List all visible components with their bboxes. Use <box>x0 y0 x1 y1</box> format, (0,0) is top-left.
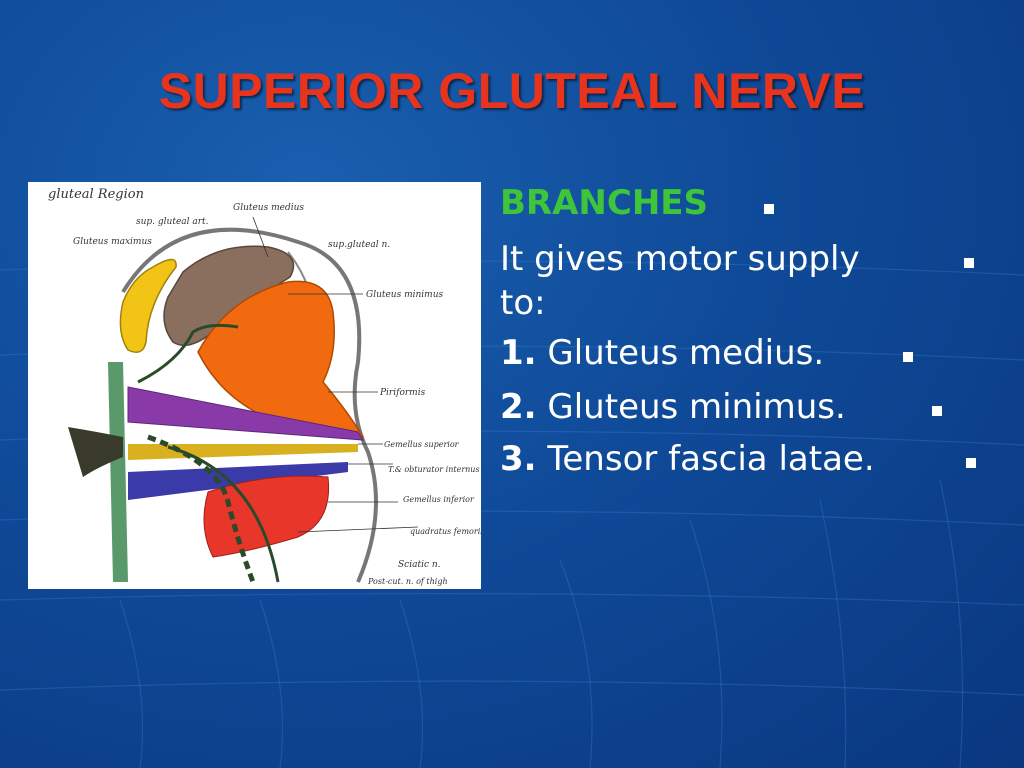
label-sup-gluteal-n: sup.gluteal n. <box>328 240 390 250</box>
list-item: 3. Tensor fascia latae. <box>500 438 875 480</box>
item-number: 3. <box>500 439 537 479</box>
label-gemellus-superior: Gemellus superior <box>384 440 460 449</box>
motor-supply-line-continued: to: <box>500 283 546 323</box>
label-sup-gluteal-art: sup. gluteal art. <box>136 217 209 227</box>
label-obturator-internus: T.& obturator internus <box>388 465 480 474</box>
quadratus-femoris-shape <box>203 475 330 558</box>
diagram-drawing: gluteal Region Gluteus medius sup. glute… <box>48 187 481 586</box>
item-number: 1. <box>500 333 537 373</box>
square-bullet-icon <box>932 406 942 416</box>
piriformis-shape <box>127 386 364 441</box>
sciatic-nerve-shape <box>147 434 256 583</box>
slide-title: SUPERIOR GLUTEAL NERVE <box>158 63 866 119</box>
item-text: Gluteus medius. <box>547 333 825 373</box>
item-text: Gluteus minimus. <box>547 387 846 427</box>
label-post-cut: Post-cut. n. of thigh <box>367 577 448 586</box>
label-gluteus-medius: Gluteus medius <box>233 203 304 213</box>
label-piriformis: Piriformis <box>379 388 426 398</box>
label-region: gluteal Region <box>48 187 144 202</box>
label-quadratus-femoris: quadratus femoris <box>410 527 481 536</box>
obturator-internus-shape <box>128 462 348 500</box>
motor-supply-line: It gives motor supply <box>500 239 860 279</box>
gluteus-maximus-shape <box>119 258 177 353</box>
gemellus-superior-shape <box>128 444 358 460</box>
square-bullet-icon <box>764 204 774 214</box>
square-bullet-icon <box>903 352 913 362</box>
item-text: Tensor fascia latae. <box>547 439 875 479</box>
sacrum-edge <box>108 362 128 582</box>
item-number: 2. <box>500 387 537 427</box>
branches-heading: BRANCHES <box>500 183 708 223</box>
ischial-wedge <box>68 427 123 477</box>
superior-gluteal-nerve <box>137 323 239 384</box>
list-item: 2. Gluteus minimus. <box>500 386 846 428</box>
gluteal-region-diagram: gluteal Region Gluteus medius sup. glute… <box>28 182 481 589</box>
label-gemellus-inferior: Gemellus inferior <box>403 495 475 504</box>
list-item: 1. Gluteus medius. <box>500 332 824 374</box>
label-gluteus-minimus: Gluteus minimus <box>366 290 444 300</box>
outline <box>121 227 378 583</box>
square-bullet-icon <box>964 258 974 268</box>
label-sciatic: Sciatic n. <box>398 560 441 570</box>
label-gluteus-maximus: Gluteus maximus <box>73 237 152 247</box>
square-bullet-icon <box>966 458 976 468</box>
